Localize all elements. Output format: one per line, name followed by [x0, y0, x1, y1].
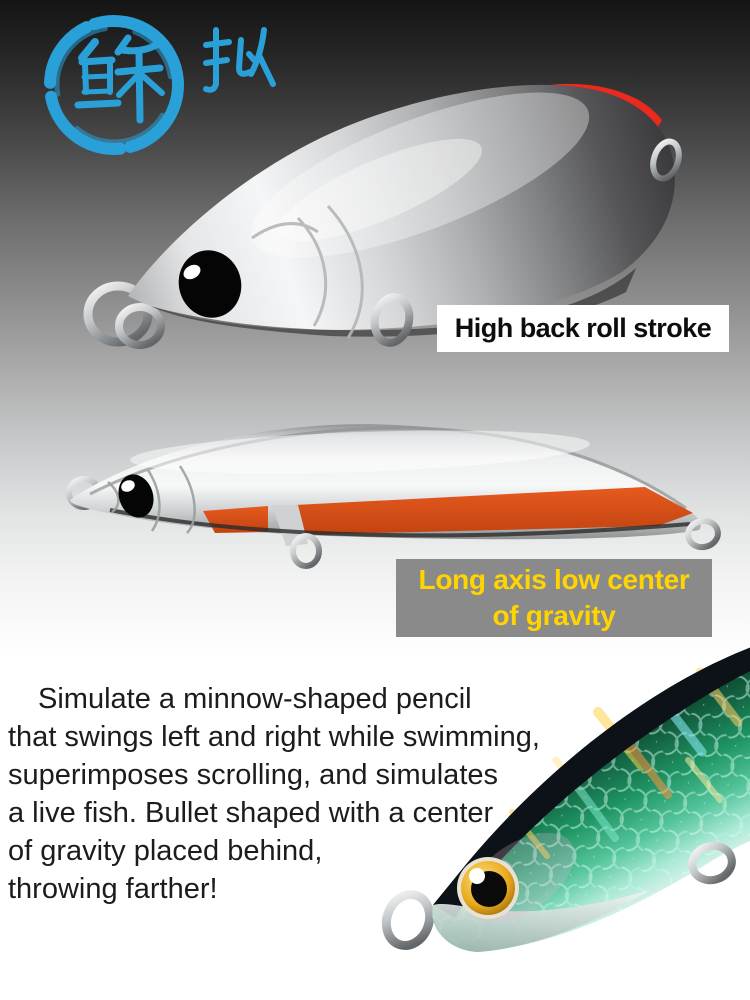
description-line: Simulate a minnow-shaped pencil: [38, 683, 472, 715]
top-lure-belly-ring: [370, 293, 414, 347]
top-lure-nose-ring: [115, 303, 165, 349]
middle-lure-tail-ring: [685, 517, 721, 551]
photo-lure-illustration: [381, 647, 750, 952]
callout-low-center-gravity: Long axis low center of gravity: [396, 559, 712, 637]
callout-low-gravity-line2: of gravity: [492, 600, 616, 631]
description-line: of gravity placed behind,: [8, 835, 323, 867]
middle-lure-illustration: [66, 424, 721, 569]
description-line: throwing farther!: [8, 873, 218, 905]
callout-high-back-roll: High back roll stroke: [437, 305, 729, 352]
description-line: superimposes scrolling, and simulates: [8, 759, 498, 791]
top-lure-tail-ring: [650, 138, 682, 182]
callout-low-gravity-line1: Long axis low center: [418, 564, 690, 595]
description-paragraph: Simulate a minnow-shaped pencil that swi…: [8, 680, 628, 908]
photo-lure-belly-ring: [688, 841, 736, 885]
logo-secondary-character: [203, 27, 276, 93]
description-line: a live fish. Bullet shaped with a center: [8, 797, 494, 829]
photo-lure-dark-back: [433, 647, 750, 918]
middle-lure-orange-panel-main: [295, 487, 693, 535]
description-line: that swings left and right while swimmin…: [8, 721, 540, 753]
photo-lure-nose-ring: [381, 890, 435, 950]
brand-logo-stamp-icon: 鲦拟: [44, 15, 276, 155]
top-lure-body: [128, 84, 675, 331]
middle-lure-belly-ring: [290, 533, 322, 569]
